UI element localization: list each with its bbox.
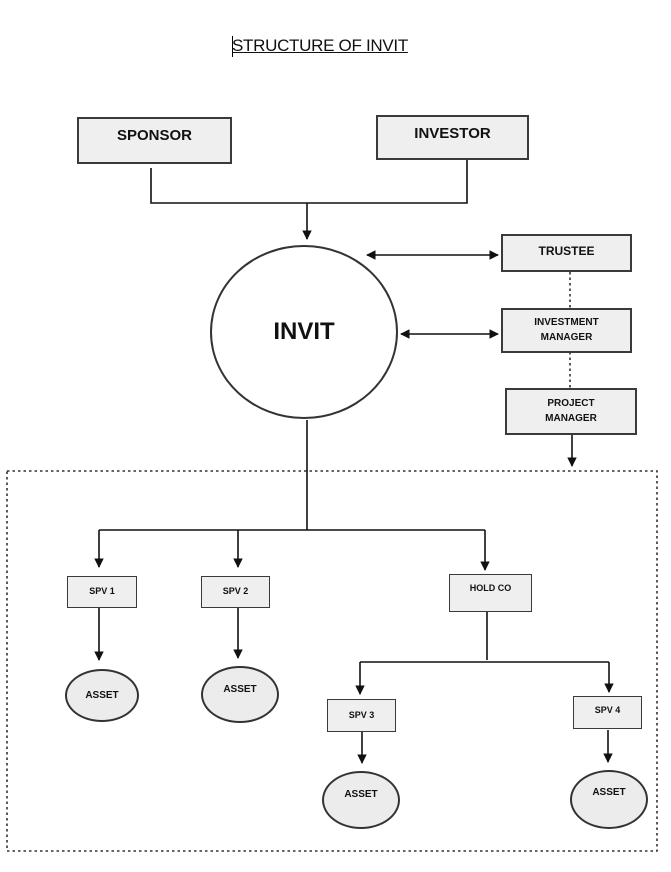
spv2-label: SPV 2: [222, 586, 249, 597]
investor-box: INVESTOR: [376, 115, 529, 160]
hold-co-box: HOLD CO: [449, 574, 532, 612]
investment-manager-box: INVESTMENT MANAGER: [501, 308, 632, 353]
asset1-label: ASSET: [85, 690, 119, 701]
asset3-label: ASSET: [344, 789, 378, 800]
trustee-box: TRUSTEE: [501, 234, 632, 272]
sponsor-label: SPONSOR: [116, 127, 192, 144]
spv4-label: SPV 4: [594, 705, 621, 715]
spv2-box: SPV 2: [201, 576, 270, 608]
project-manager-box: PROJECT MANAGER: [505, 388, 637, 435]
spv4-box: SPV 4: [573, 696, 642, 729]
text-cursor: [232, 36, 233, 57]
sponsor-investor-connector: [150, 160, 468, 204]
sponsor-box: SPONSOR: [77, 117, 232, 164]
asset4-ellipse: ASSET: [570, 770, 648, 829]
asset2-label: ASSET: [223, 684, 257, 695]
asset2-ellipse: ASSET: [201, 666, 279, 723]
invit-label: INVIT: [273, 318, 335, 345]
spv1-label: SPV 1: [89, 586, 115, 597]
asset1-ellipse: ASSET: [65, 669, 139, 722]
diagram-title: STRUCTURE OF INVIT: [232, 36, 408, 55]
hold-co-label: HOLD CO: [469, 583, 512, 593]
spv1-box: SPV 1: [67, 576, 137, 608]
spv3-box: SPV 3: [327, 699, 396, 732]
project-manager-label: PROJECT MANAGER: [545, 398, 597, 424]
investment-manager-label: INVESTMENT MANAGER: [534, 317, 599, 343]
spv3-label: SPV 3: [348, 709, 375, 720]
trustee-label: TRUSTEE: [538, 244, 595, 258]
dotted-boundary: [6, 470, 658, 852]
asset4-label: ASSET: [592, 787, 626, 798]
invit-circle: INVIT: [210, 245, 398, 419]
asset3-ellipse: ASSET: [322, 771, 400, 829]
investor-label: INVESTOR: [414, 125, 491, 142]
